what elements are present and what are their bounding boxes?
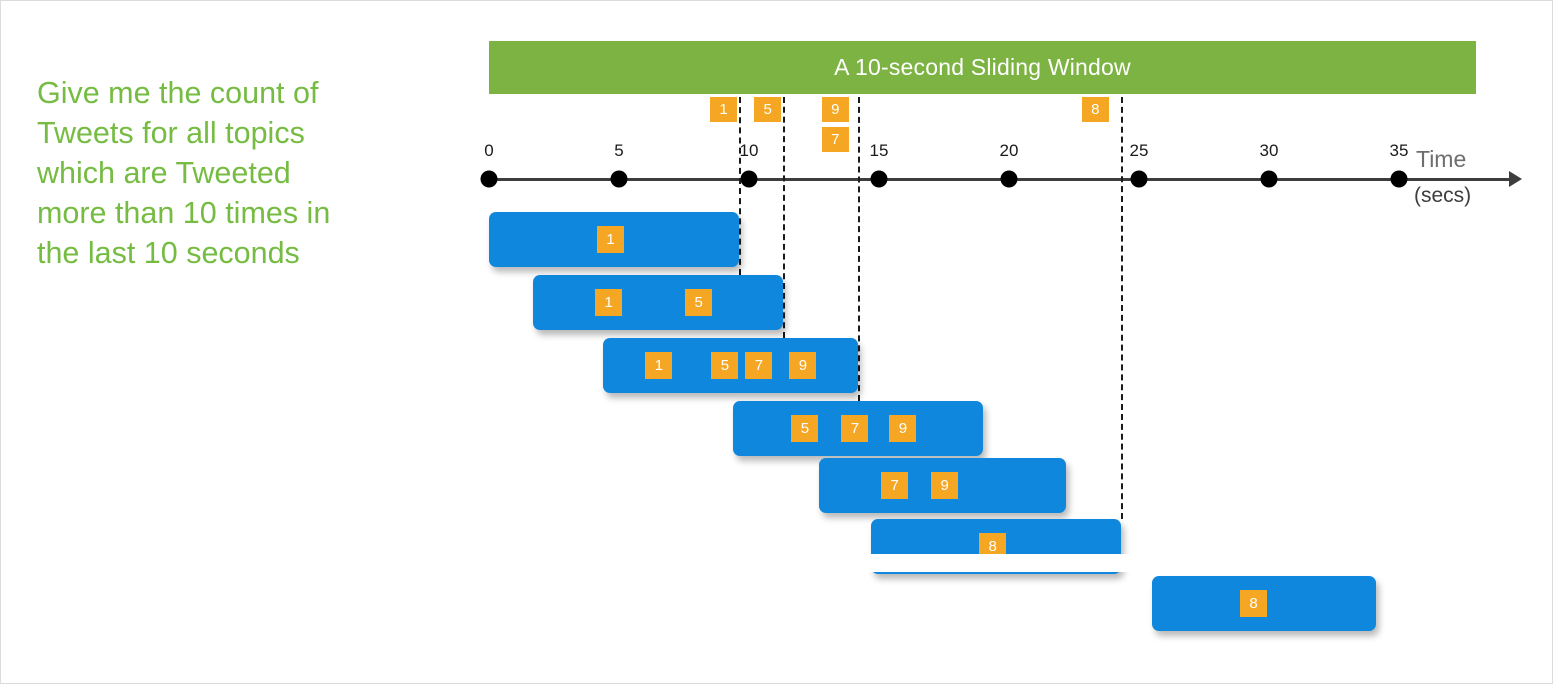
- window-guide-line: [782, 97, 785, 338]
- time-axis-tick-label: 5: [614, 141, 624, 160]
- time-axis-tick-dot: [870, 170, 888, 188]
- sliding-window-bar: 1: [489, 212, 739, 267]
- tweet-count-chip: 1: [595, 289, 623, 316]
- bottom-clip-band: [1, 554, 1552, 572]
- tweet-count-chip: 7: [841, 415, 869, 442]
- time-axis-tick-label: 20: [999, 141, 1019, 160]
- window-guide-line: [1120, 97, 1123, 519]
- window-guide-line: [738, 97, 741, 275]
- tweet-count-chip: 1: [597, 226, 624, 253]
- time-axis-tick-dot: [1000, 170, 1018, 188]
- time-axis-tick-label: 30: [1259, 141, 1279, 160]
- tweet-event-chip: 8: [1081, 97, 1109, 122]
- tweet-count-chip: 1: [645, 352, 673, 379]
- time-axis-tick-dot: [480, 170, 498, 188]
- time-axis-tick-label: 35: [1389, 141, 1409, 160]
- time-axis-tick-dot: [1260, 170, 1278, 188]
- time-axis-label: Time: [1416, 146, 1467, 172]
- tweet-count-chip: 5: [685, 289, 713, 316]
- tweet-count-chip: 5: [711, 352, 739, 379]
- time-axis-tick-label: 0: [484, 141, 494, 160]
- tweet-event-chip: 7: [821, 127, 849, 152]
- sliding-window-banner-label: A 10-second Sliding Window: [834, 54, 1131, 80]
- tweet-event-chip: 9: [821, 97, 849, 122]
- window-guide-line: [858, 97, 861, 401]
- time-axis-tick-dot: [740, 170, 758, 188]
- sliding-window-banner: A 10-second Sliding Window: [489, 41, 1476, 94]
- sliding-window-bar: 8: [1152, 576, 1376, 631]
- tweet-count-chip: 8: [1240, 590, 1267, 617]
- tweet-count-chip: 9: [931, 472, 959, 499]
- tweet-event-chip: 5: [754, 97, 782, 122]
- tweet-count-chip: 5: [791, 415, 819, 442]
- tweet-count-chip: 7: [881, 472, 909, 499]
- query-prompt-text: Give me the count of Tweets for all topi…: [37, 76, 331, 270]
- time-axis-tick-label: 15: [869, 141, 889, 160]
- tweet-count-chip: 9: [789, 352, 817, 379]
- tweet-event-chip: 1: [710, 97, 737, 122]
- time-axis-tick-dot: [1130, 170, 1148, 188]
- time-axis-tick-label: 10: [739, 141, 759, 160]
- time-axis-arrow-icon: [1509, 171, 1522, 187]
- time-axis-units: (secs): [1414, 184, 1472, 207]
- time-axis-tick-dot: [1390, 170, 1408, 188]
- time-axis-tick-dot: [610, 170, 628, 188]
- tweet-count-chip: 9: [889, 415, 917, 442]
- tweet-count-chip: 7: [745, 352, 773, 379]
- time-axis-tick-label: 25: [1129, 141, 1149, 160]
